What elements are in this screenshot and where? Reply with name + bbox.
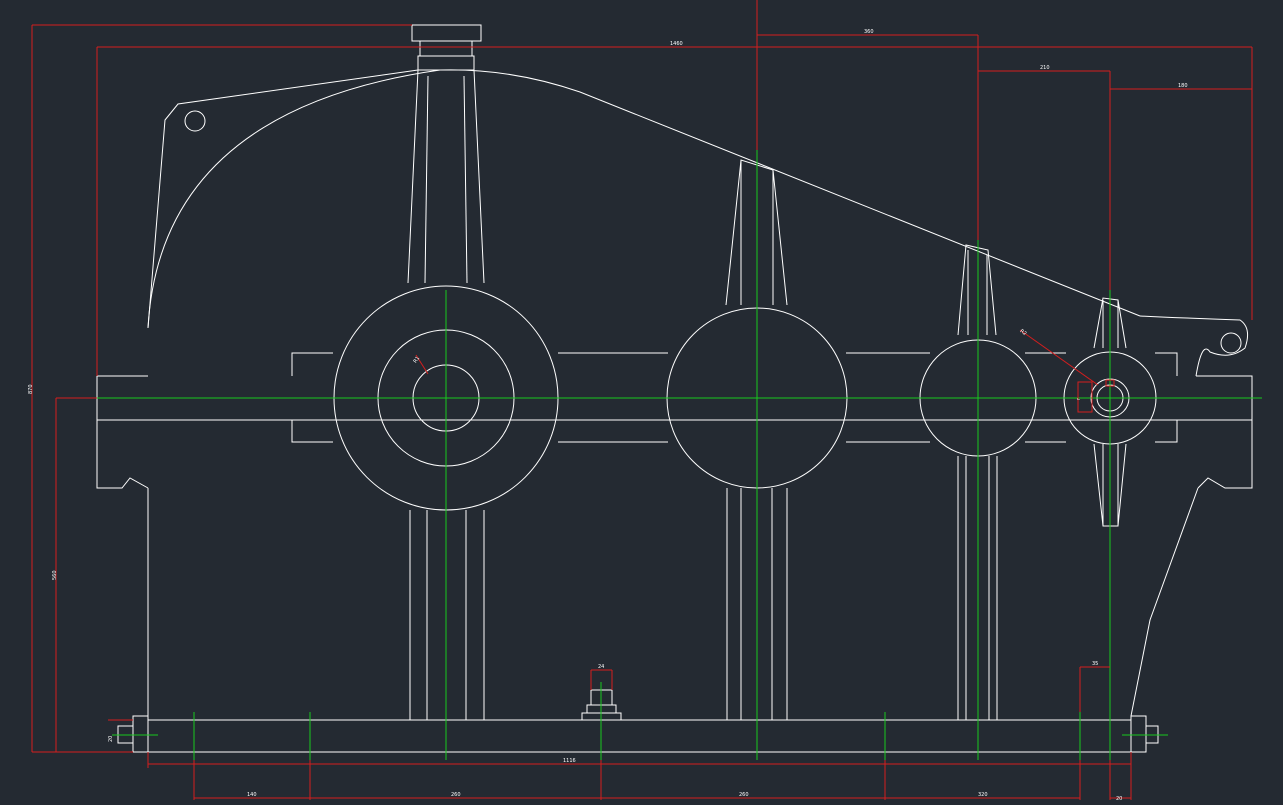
dim-flange: 20 xyxy=(108,736,114,742)
dim-b2: 260 xyxy=(451,792,461,798)
dimension-labels: 1460 360 210 180 870 560 1116 140 260 26… xyxy=(28,29,1188,802)
dim-b4: 320 xyxy=(978,792,988,798)
dim-b5: 20 xyxy=(1116,796,1122,802)
dim-center-height: 560 xyxy=(52,570,58,580)
dim-overall-length: 1460 xyxy=(670,41,683,47)
flange-left xyxy=(96,375,149,489)
dim-right-bolt: 35 xyxy=(1092,661,1098,667)
cover-arc xyxy=(147,69,441,329)
dim-bolt-width: 24 xyxy=(598,664,604,670)
lifting-lug-left xyxy=(184,110,206,132)
center-lines xyxy=(88,150,1262,760)
gearbox-outline xyxy=(96,24,1253,753)
left-bolt-head xyxy=(132,715,149,753)
dimension-lines xyxy=(31,0,1253,800)
dim-b1: 140 xyxy=(247,792,257,798)
dim-top-2: 210 xyxy=(1040,65,1050,71)
dim-b3: 260 xyxy=(739,792,749,798)
dim-radius-1: R1 xyxy=(412,356,421,365)
dim-overall-height: 870 xyxy=(28,384,34,394)
base-plate xyxy=(147,719,1132,753)
dim-radius-2: R2 xyxy=(1019,328,1028,337)
right-bolt-head xyxy=(1130,715,1147,753)
cover-curve xyxy=(439,69,1141,317)
dim-radius-3: r xyxy=(1076,397,1082,400)
dim-base-length: 1116 xyxy=(563,758,576,764)
dim-top-1: 360 xyxy=(864,29,874,35)
flange-right xyxy=(1196,375,1253,489)
dim-top-3: 180 xyxy=(1178,83,1188,89)
lifting-lug-right xyxy=(1220,332,1242,354)
vent-cap xyxy=(411,24,482,42)
